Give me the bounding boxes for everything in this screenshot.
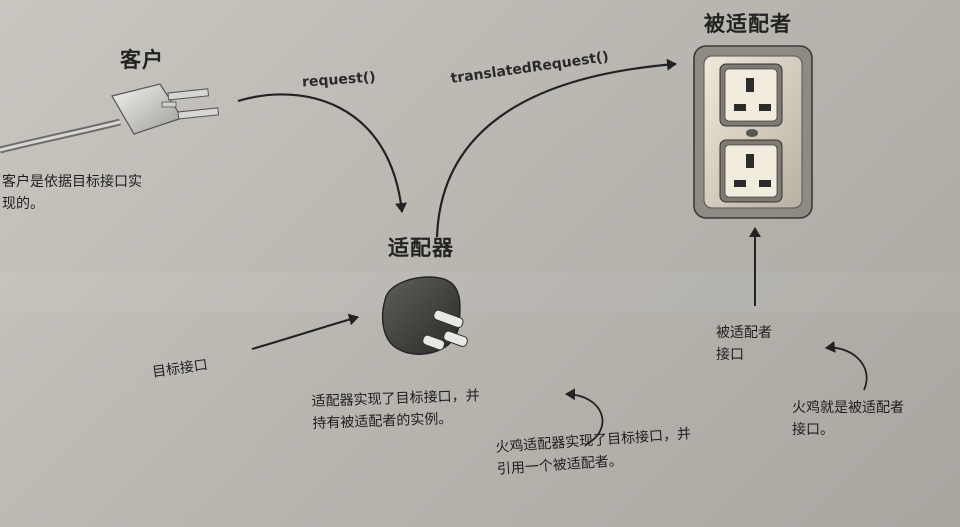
turkey-adaptee-note-line1: 火鸡就是被适配者 bbox=[792, 400, 904, 416]
adaptee-title: 被适配者 bbox=[704, 12, 792, 36]
adaptee-interface-label: 被适配者 接口 bbox=[716, 322, 772, 366]
turkey-adapter-pointer bbox=[565, 388, 604, 446]
target-interface-arrow bbox=[251, 313, 359, 350]
page-band bbox=[0, 272, 960, 312]
client-note-line1: 客户是依据目标接口实 bbox=[2, 174, 142, 190]
client-note: 客户是依据目标接口实 现的。 bbox=[2, 171, 142, 215]
adapter-illustration bbox=[382, 276, 468, 355]
turkey-adaptee-pointer bbox=[825, 340, 868, 391]
turkey-adaptee-note-line2: 接口。 bbox=[792, 422, 834, 438]
request-arrow bbox=[237, 93, 407, 213]
adaptee-interface-line1: 被适配者 bbox=[716, 325, 772, 341]
adapter-note: 适配器实现了目标接口，并 持有被适配者的实例。 bbox=[311, 385, 480, 435]
translated-request-arrow bbox=[435, 58, 677, 238]
turkey-adaptee-note: 火鸡就是被适配者 接口。 bbox=[792, 397, 904, 441]
client-note-line2: 现的。 bbox=[2, 196, 44, 212]
adaptee-interface-line2: 接口 bbox=[716, 347, 744, 363]
client-plug-illustration bbox=[0, 83, 220, 154]
adaptee-outlet-illustration bbox=[693, 45, 813, 219]
client-title: 客户 bbox=[120, 48, 164, 72]
adapter-title: 适配器 bbox=[388, 236, 454, 260]
